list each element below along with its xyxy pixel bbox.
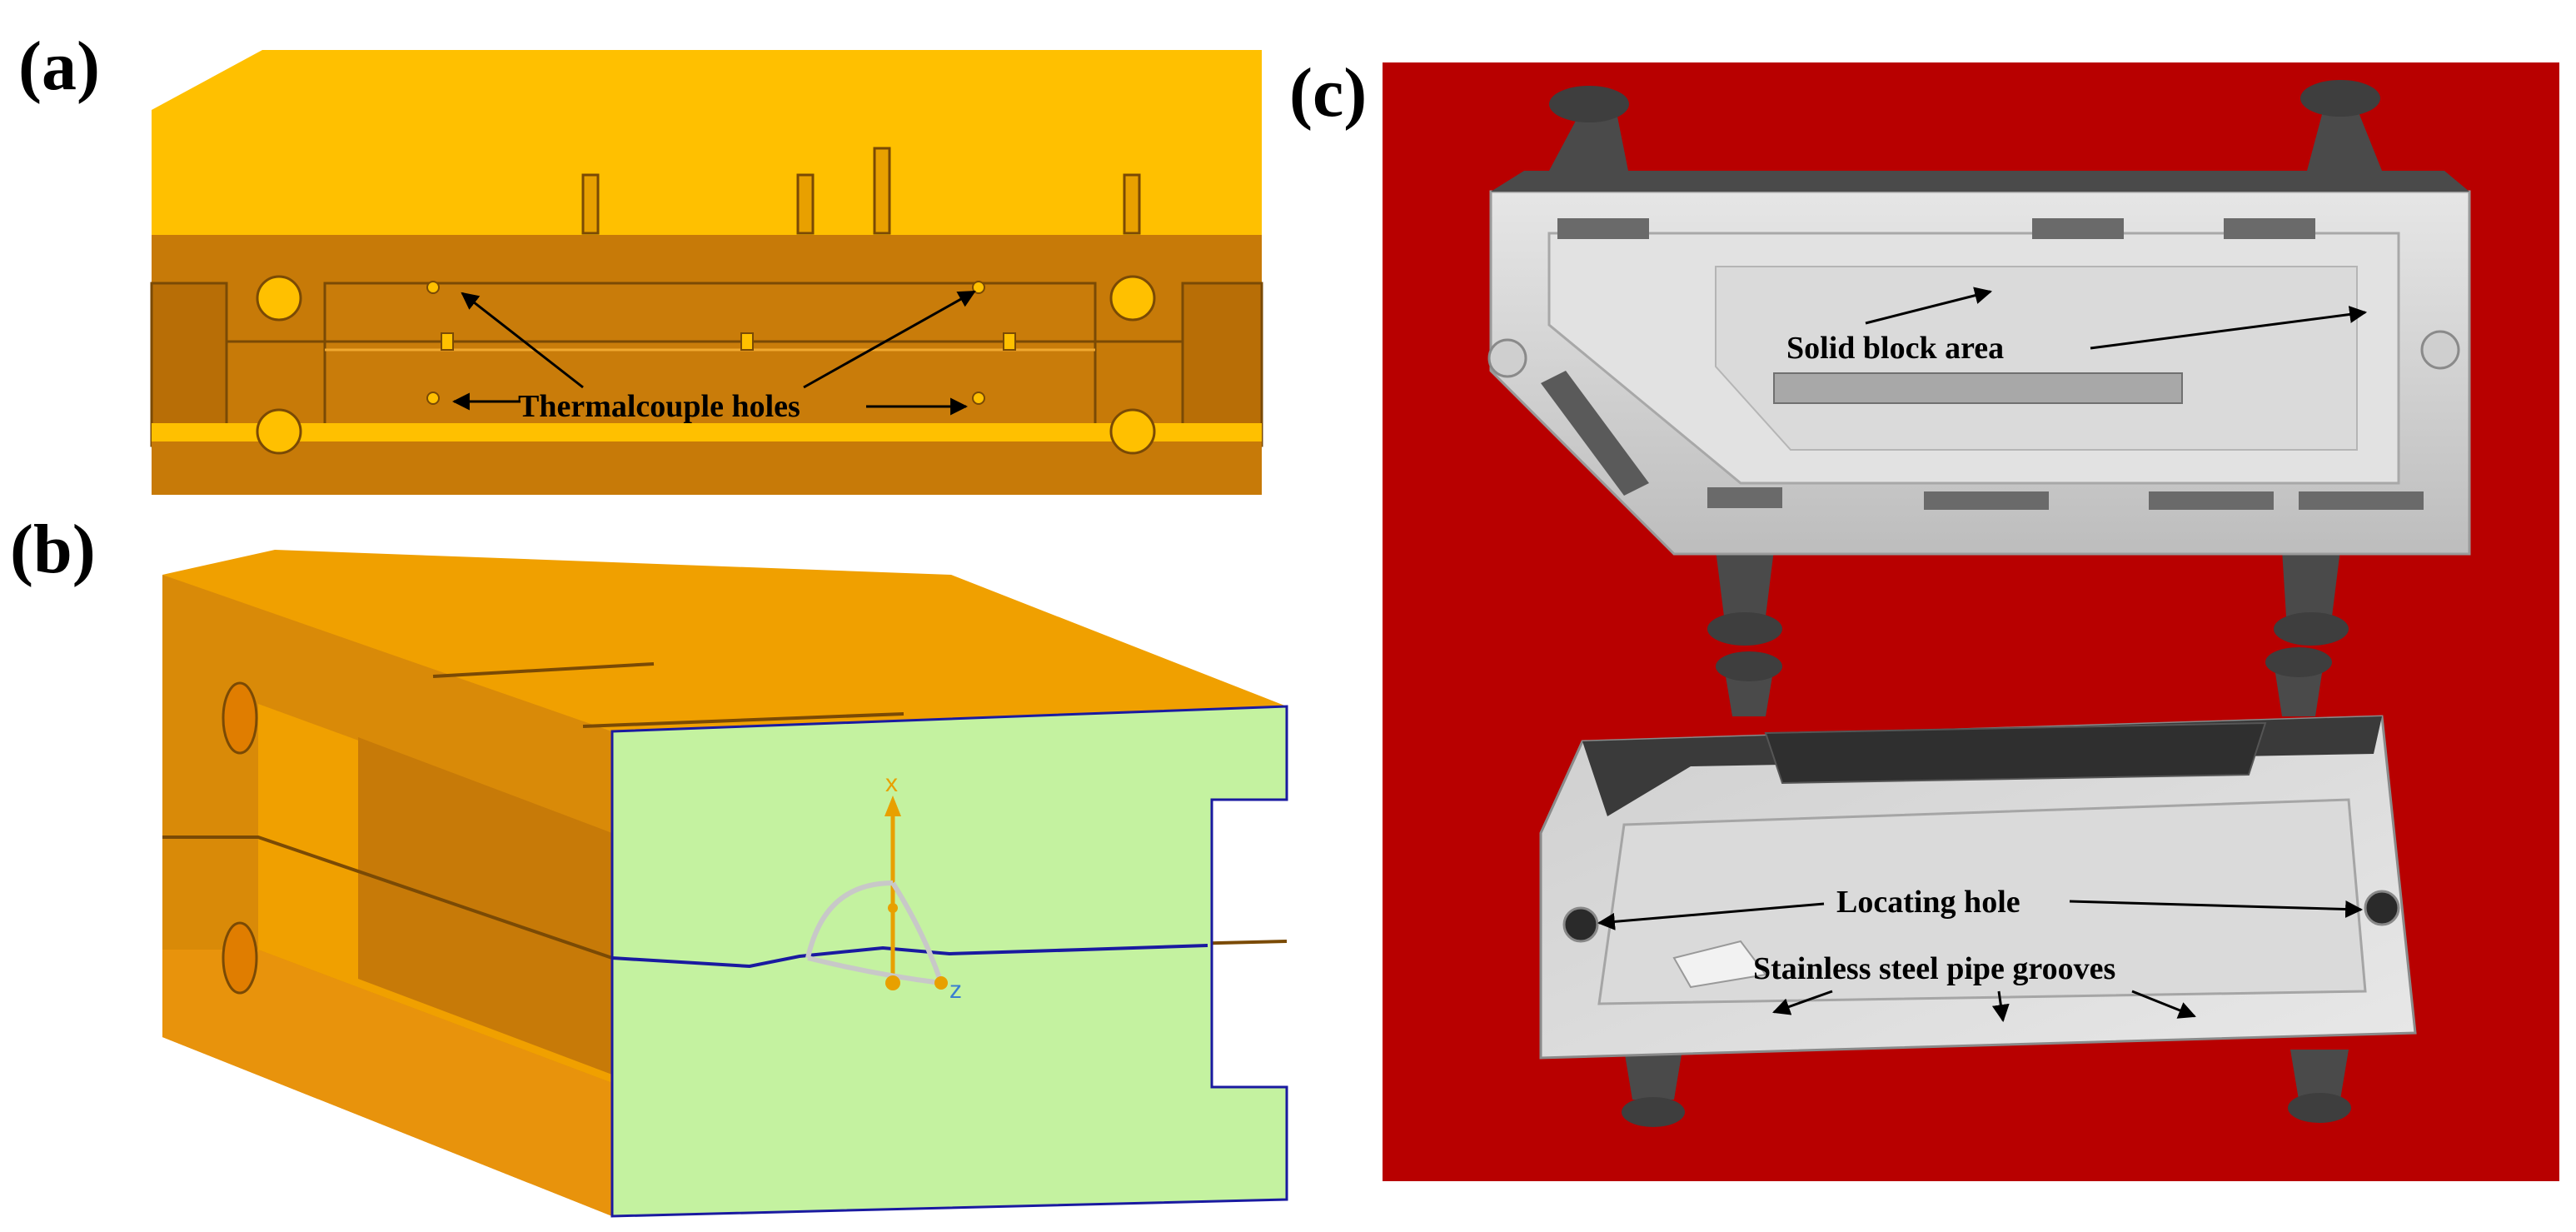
lower-die: Locating hole Stainless steel pipe groov… [1539,647,2417,1127]
axis-label-z: z [949,976,962,1004]
panel-c-photo: Solid block area [1383,62,2559,1181]
panel-label-b: (b) [10,511,96,588]
annotation-solid-block-area: Solid block area [1786,331,2004,366]
steel-ruler [1773,372,2183,404]
mold-a-lower-face [152,441,1262,495]
annotation-stainless-steel-pipe-grooves: Stainless steel pipe grooves [1753,951,2115,986]
axis-triad: x z [805,770,962,1004]
panel-label-c: (c) [1289,54,1368,132]
mold-b-left-cavity-shadow [358,737,612,1075]
mold-b-top-face [162,550,1287,731]
mold-a-bosses [256,275,1156,455]
mold-a-left-slot [150,282,228,447]
panel-label-a: (a) [18,27,100,105]
upper-die: Solid block area [1487,80,2471,646]
panel-b-mold-section: x z [162,550,1288,1218]
annotation-thermocouple-holes: Thermalcouple holes [518,389,800,424]
mold-b-section-face [610,705,1288,1218]
annotation-locating-hole: Locating hole [1836,885,2020,920]
mold-a-thermocouple-marks [426,281,1016,405]
mold-b-bottom-flange [162,950,612,1216]
mold-a-right-slot [1181,282,1263,447]
thermocouple-arrows [451,290,976,416]
axis-label-x: x [885,770,898,797]
mold-b-cavity-slit [611,944,1208,969]
mold-b-top-grooves [432,662,904,728]
mold-a-top-face [152,50,1262,235]
mold-b-left-holes [222,681,258,995]
panel-a-mold-render: Thermalcouple holes [150,50,1263,495]
mold-a-bottom-strip [152,423,1262,441]
mold-a-pins [581,147,1141,235]
locating-hole-right [2364,890,2400,926]
locating-hole-left [1562,906,1599,943]
